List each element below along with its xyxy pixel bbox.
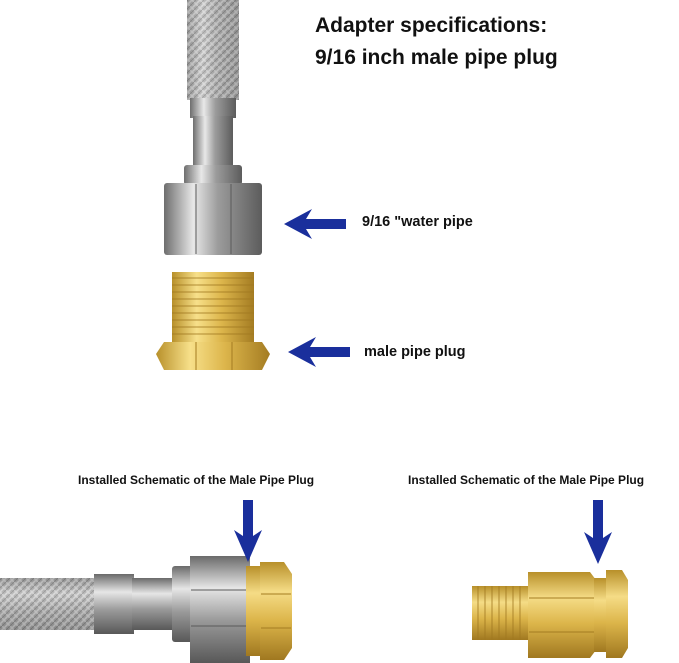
caption-left: Installed Schematic of the Male Pipe Plu… [78, 473, 315, 487]
hex-nut-water-pipe [164, 183, 262, 255]
spec-heading: Adapter specifications: [315, 14, 548, 37]
water-pipe-label: 9/16 "water pipe [362, 214, 473, 230]
pipe-plug-assembly [472, 570, 628, 658]
hose-crimp-sleeve [184, 98, 242, 185]
hex-nut-installed [190, 556, 250, 663]
braided-hose-horizontal [0, 578, 102, 630]
male-plug-label: male pipe plug [364, 344, 466, 360]
male-pipe-plug [156, 272, 270, 370]
caption-right: Installed Schematic of the Male Pipe Plu… [408, 473, 645, 487]
arrow-down-icon [234, 500, 262, 562]
braided-hose-vertical [187, 0, 239, 100]
arrow-left-icon [288, 337, 350, 367]
male-pipe-plug-installed [246, 562, 292, 660]
spec-subheading: 9/16 inch male pipe plug [315, 46, 558, 69]
arrow-down-icon [584, 500, 612, 564]
arrow-left-icon [284, 209, 346, 239]
hose-crimp-sleeve-horizontal [94, 566, 194, 642]
